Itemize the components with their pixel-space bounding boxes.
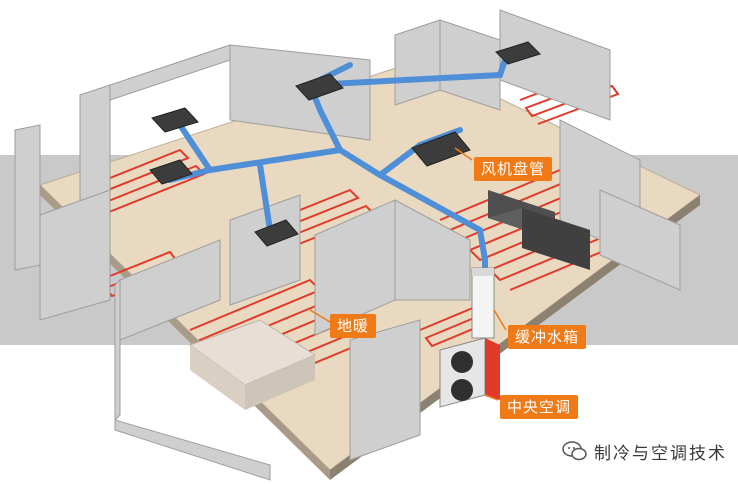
wall [15,125,40,270]
wall [110,45,230,100]
fan-coil-unit [152,108,198,132]
buffer-tank-body [472,268,494,338]
wall [500,10,610,120]
buffer-tank-cap [472,268,494,276]
wall [350,320,420,460]
wall [115,280,120,420]
wall [40,190,110,320]
watermark: 制冷与空调技术 [562,438,727,464]
wechat-icon [562,440,588,462]
label-central-ac: 中央空调 [500,395,578,419]
label-fan-coil: 风机盘管 [474,157,552,181]
label-floor-heating: 地暖 [330,314,376,338]
buffer-tank [472,268,494,338]
watermark-text: 制冷与空调技术 [594,439,727,464]
label-buffer-tank: 缓冲水箱 [508,325,586,349]
wall [115,420,270,480]
ac-fan [451,351,473,373]
ac-unit-side [485,338,500,400]
wall [395,20,440,105]
ac-fan [451,379,473,401]
